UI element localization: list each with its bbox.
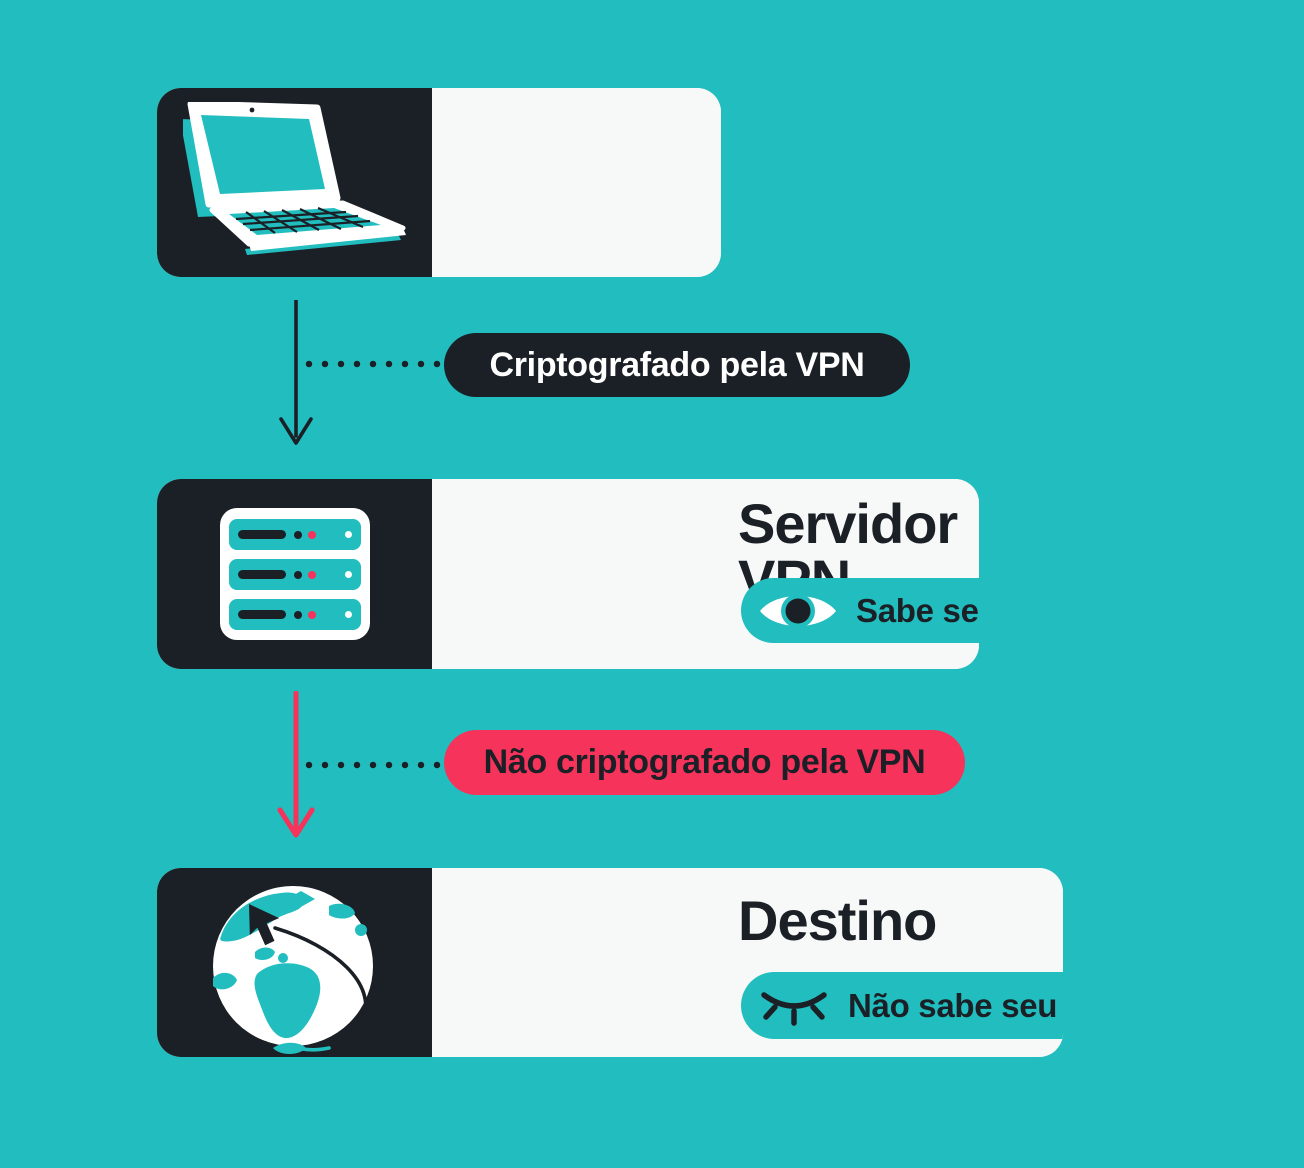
server-rack-unit [229, 598, 361, 630]
knows-ip-label: Sabe seu endereço IP [856, 591, 979, 629]
card-vpn-server: Servidor VPN Sabe seu endereço IP [157, 479, 979, 669]
server-rack-unit [229, 518, 361, 550]
card-destination: Destino Não sabe seu endereço IP [157, 868, 1063, 1057]
encrypted-label: Criptografado pela VPN [489, 345, 865, 384]
card-destination-body: Destino Não sabe seu endereço IP [432, 868, 1063, 1057]
arrow-down-dark-icon [279, 300, 313, 445]
server-rack-unit [229, 558, 361, 590]
eye-open-icon [760, 593, 836, 628]
unknown-ip-badge: Não sabe seu endereço IP [741, 972, 1063, 1039]
card-vpn-body: Servidor VPN Sabe seu endereço IP [432, 479, 979, 669]
card-user-body: Usuário [432, 88, 721, 277]
unknown-ip-label: Não sabe seu endereço IP [848, 986, 1063, 1024]
knows-ip-badge: Sabe seu endereço IP [741, 578, 979, 643]
globe-icon [213, 886, 373, 1054]
card-user: Usuário [157, 88, 721, 277]
dotted-line [301, 360, 441, 368]
dotted-line [301, 761, 441, 769]
card-destination-title: Destino [738, 889, 937, 952]
laptop-icon [183, 102, 406, 255]
arrow-down-pink-icon [277, 691, 315, 838]
eye-closed-icon [761, 991, 827, 1026]
unencrypted-label: Não criptografado pela VPN [483, 743, 926, 781]
card-user-icon-panel [157, 88, 432, 277]
encrypted-label-pill: Criptografado pela VPN [444, 333, 910, 397]
unencrypted-label-pill: Não criptografado pela VPN [444, 730, 965, 795]
card-vpn-icon-panel [157, 479, 432, 669]
server-icon [220, 508, 370, 640]
card-destination-icon-panel [157, 868, 432, 1057]
